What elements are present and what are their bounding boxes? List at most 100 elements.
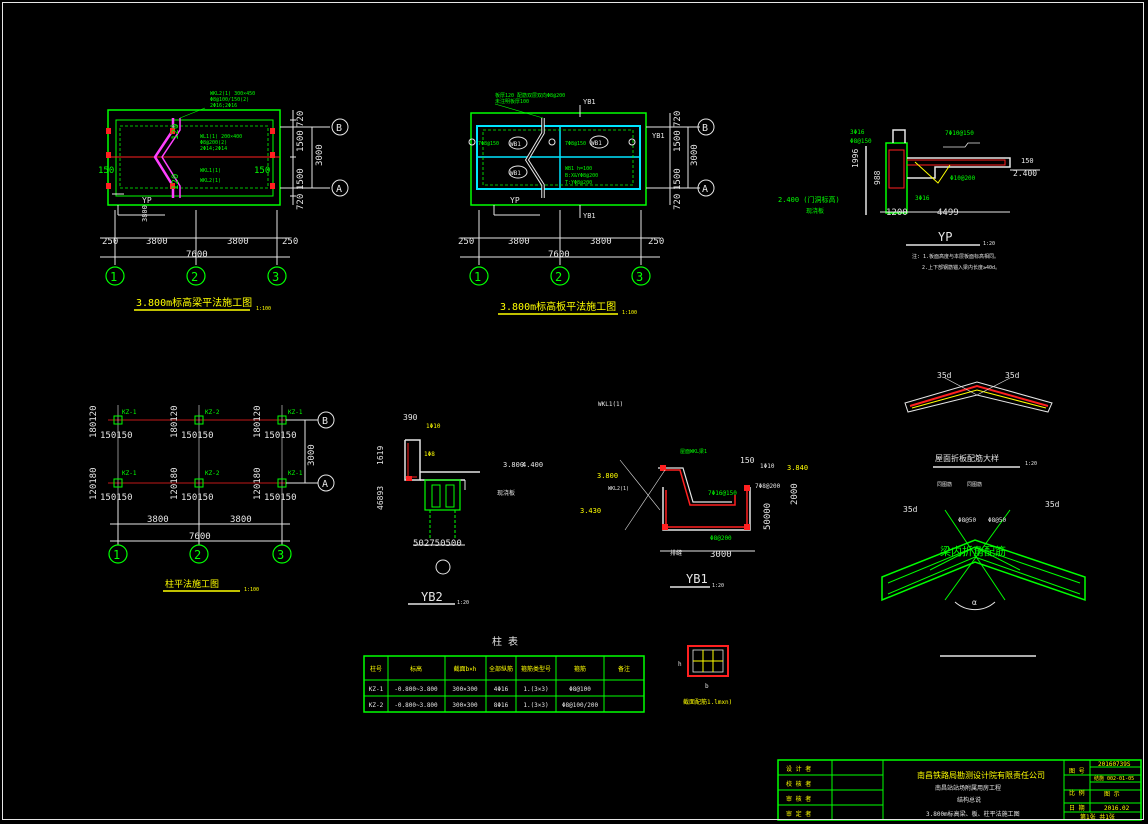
svg-text:Φ8@100/150(2): Φ8@100/150(2): [210, 97, 249, 103]
section-title: 截面配筋1.lmxn): [683, 698, 732, 706]
svg-text:150150: 150150: [100, 431, 133, 441]
axis-A: A: [336, 184, 342, 195]
tb-no-label: 图 号: [1069, 768, 1085, 775]
yp-dim: 3800: [141, 205, 149, 222]
table-cell: -0.800~3.800: [394, 702, 438, 709]
beam-fold-detail: 梁内折角配筋 35d 35d Φ8@50 Φ8@50 α: [881, 500, 1086, 657]
tb-approver: 审 定 者: [786, 810, 811, 818]
beam-35d-a: 35d: [903, 505, 918, 514]
svg-text:WKL1(1): WKL1(1): [200, 168, 221, 174]
svg-text:屋面WKL梁1: 屋面WKL梁1: [680, 448, 707, 455]
svg-text:Φ10@200: Φ10@200: [950, 175, 976, 182]
table-header-cell: 截面b×h: [454, 665, 477, 673]
dim2-1500b: 1500: [673, 168, 683, 190]
roof-35d-b: 35d: [1005, 371, 1020, 380]
dim2-1500a: 1500: [673, 130, 683, 152]
section-b: b: [705, 683, 709, 690]
dim-3800b: 3800: [227, 237, 249, 247]
svg-text:120180: 120180: [170, 467, 180, 500]
svg-text:150150: 150150: [100, 493, 133, 503]
svg-text:未注明板厚100: 未注明板厚100: [495, 98, 529, 105]
yp-note2: 2.上下部钢筋锚入梁内长度≥40d。: [922, 264, 1000, 271]
table-cell: 1.(3×3): [523, 686, 548, 693]
dim-3000: 3000: [315, 144, 325, 166]
section-h: h: [678, 661, 682, 668]
axis2-A: A: [702, 184, 708, 195]
yb1-elev2: 3.800: [597, 472, 618, 480]
table-title: 柱 表: [492, 635, 518, 648]
tb-date-label: 日 期: [1069, 804, 1085, 812]
yb2-390: 390: [403, 413, 418, 422]
svg-text:7Φ8@200: 7Φ8@200: [755, 483, 781, 490]
svg-text:WB1 h=100: WB1 h=100: [565, 166, 592, 172]
yb2-elev: 3.800: [503, 461, 524, 469]
dim-250b: 250: [282, 237, 298, 247]
dim2-3800b: 3800: [590, 237, 612, 247]
svg-text:WKL2(1): WKL2(1): [200, 178, 221, 184]
table-cell: 8Φ16: [494, 702, 509, 709]
kz2-a: KZ-2: [205, 409, 220, 416]
title-plan1: 3.800m标高梁平法施工图: [136, 296, 252, 309]
table-header-cell: 全部纵筋: [489, 665, 513, 673]
svg-text:180120: 180120: [253, 405, 263, 438]
roof-title: 屋面折板配筋大样: [935, 453, 999, 463]
kz1-d: KZ-1: [288, 470, 303, 477]
svg-text:7Φ8@150: 7Φ8@150: [565, 141, 586, 147]
scale-plan1: 1:100: [256, 306, 271, 312]
yb2-detail: 502750500 390 1619 46893 1Φ10 1Φ8 3.800 …: [376, 413, 543, 606]
col-axis-1: 1: [113, 548, 120, 562]
col-axis-3: 3: [277, 548, 284, 562]
col-axis-B: B: [322, 416, 328, 427]
col-axis-2: 2: [194, 548, 201, 562]
dim-3800a: 3800: [146, 237, 168, 247]
svg-text:Φ8@200(2): Φ8@200(2): [200, 140, 227, 146]
tb-date: 2016.02: [1104, 805, 1130, 812]
table-cell: Φ8@100: [569, 686, 591, 693]
col-3800b: 3800: [230, 515, 252, 525]
dim-7600: 7600: [186, 250, 208, 260]
yb1-2000: 2000: [790, 483, 800, 505]
table-cell: 1.(3×3): [523, 702, 548, 709]
svg-text:现浇板: 现浇板: [497, 489, 515, 497]
column-plan: KZ-1 KZ-2 KZ-1 KZ-1 KZ-2 KZ-1 180120 180…: [89, 405, 335, 593]
svg-text:2Φ16;2Φ16: 2Φ16;2Φ16: [210, 103, 237, 109]
roof-n2: 同图筋: [967, 481, 982, 488]
table-cell: KZ-1: [369, 686, 384, 693]
svg-text:120180: 120180: [89, 467, 99, 500]
svg-text:1Φ8: 1Φ8: [424, 451, 435, 458]
dim2-3800a: 3800: [508, 237, 530, 247]
table-cell: -0.800~3.800: [394, 686, 438, 693]
yp-detail: 7Φ10@150 3Φ16 Φ8@150 Φ10@200 150 2.400 1…: [778, 129, 1040, 271]
col-3800a: 3800: [147, 515, 169, 525]
kz1-a: KZ-1: [122, 409, 137, 416]
svg-text:150150: 150150: [181, 431, 214, 441]
roof-fold-detail: 35d 35d 屋面折板配筋大样 1:20 同图筋 同图筋: [904, 371, 1053, 488]
dim-1500-bot: 1500: [296, 168, 306, 190]
table-header-cell: 柱号: [370, 665, 382, 673]
svg-text:T:YΦ8@200: T:YΦ8@200: [565, 180, 592, 186]
yp-3216: 3Φ16: [850, 129, 865, 136]
table-cell: 300×300: [452, 686, 478, 693]
yb1-top: YB1: [583, 98, 596, 106]
yb1-title: YB1: [686, 572, 708, 586]
col-axis-A: A: [322, 479, 328, 490]
table-header-cell: 备注: [618, 665, 630, 673]
svg-text:150150: 150150: [264, 493, 297, 503]
table-cell: KZ-2: [369, 702, 384, 709]
tb-project: 南昌站站场附属用房工程: [935, 784, 1001, 792]
tb-checker: 校 核 者: [786, 780, 811, 788]
title-column-plan: 柱平法施工图: [165, 578, 219, 590]
tb-sheet: 第1张 共1张: [1080, 813, 1115, 821]
axis2-1: 1: [474, 270, 481, 284]
yb2-elev2: 4.400: [522, 461, 543, 469]
svg-text:WL1(1) 200×400: WL1(1) 200×400: [200, 134, 242, 140]
yp-left-label: 2.400 (门洞标高): [778, 195, 840, 204]
table-cell: Φ8@100/200: [562, 702, 599, 709]
svg-text:7Φ8@150: 7Φ8@150: [478, 141, 499, 147]
svg-text:3Φ16: 3Φ16: [915, 195, 930, 202]
beam-35d-b: 35d: [1045, 500, 1060, 509]
tb-reviewer: 审 核 者: [786, 795, 811, 803]
svg-text:7Φ10@150: 7Φ10@150: [945, 130, 974, 137]
